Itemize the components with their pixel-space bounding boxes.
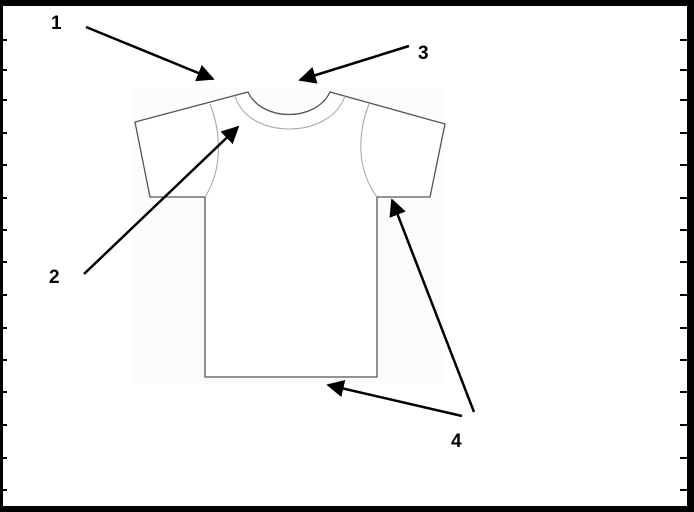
arrow-1 xyxy=(86,27,213,79)
callout-label-1: 1 xyxy=(51,14,62,33)
callout-label-3: 3 xyxy=(418,44,429,63)
callout-label-2: 2 xyxy=(49,268,60,287)
callout-label-4: 4 xyxy=(451,432,462,451)
arrow-3 xyxy=(300,46,409,80)
arrow-4b xyxy=(328,385,462,416)
